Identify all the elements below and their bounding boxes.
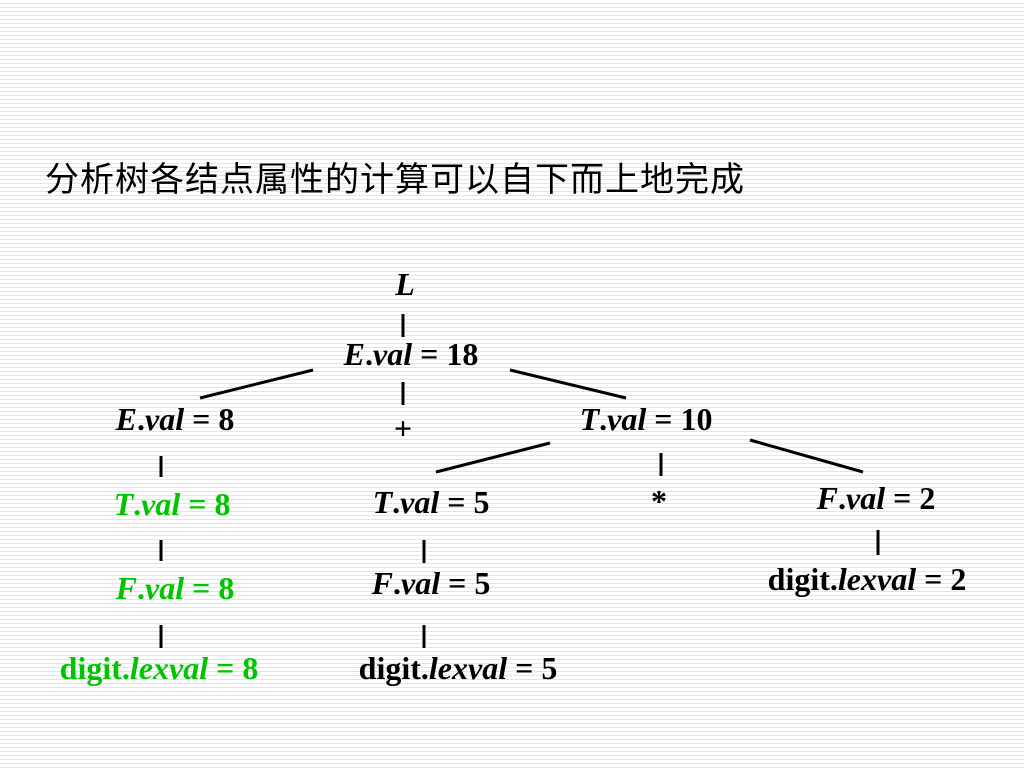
node-E-val-8: E.val = 8 <box>115 401 235 437</box>
edge-T10-T5 <box>435 441 551 474</box>
node-star: * <box>651 483 667 519</box>
node-digit-lexval-8: digit.lexval = 8 <box>59 650 259 686</box>
node-F-val-5: F.val = 5 <box>371 565 491 601</box>
node-digit-lexval-5: digit.lexval = 5 <box>358 650 558 686</box>
edge-E18-T10 <box>509 368 627 400</box>
node-F-val-2: F.val = 2 <box>816 480 936 516</box>
node-F-val-8: F.val = 8 <box>115 570 235 606</box>
node-E-val-18: E.val = 18 <box>343 336 479 372</box>
node-digit-lexval-2: digit.lexval = 2 <box>767 561 967 597</box>
slide-title: 分析树各结点属性的计算可以自下而上地完成 <box>45 160 745 200</box>
edge-T10-F2 <box>749 438 864 474</box>
node-T-val-8: T.val = 8 <box>113 486 231 522</box>
node-T-val-10: T.val = 10 <box>579 401 713 437</box>
node-T-val-5: T.val = 5 <box>372 484 490 520</box>
node-root-L: L <box>395 266 415 302</box>
node-plus: + <box>393 410 413 446</box>
edge-E18-E8 <box>199 368 314 400</box>
